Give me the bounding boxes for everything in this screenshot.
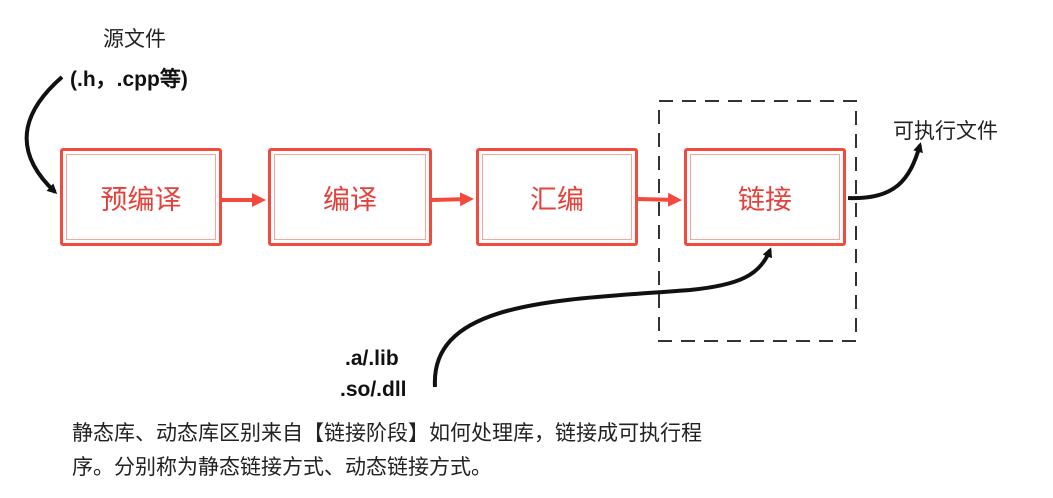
source-subtitle: (.h，.cpp等) [70, 68, 188, 91]
stage-assemble: 汇编 [476, 148, 638, 246]
library-dynamic: .so/.dll [340, 378, 407, 401]
stage-link: 链接 [684, 148, 846, 246]
stage-label: 编译 [323, 184, 377, 216]
stage-label: 链接 [738, 184, 792, 216]
source-arrow [24, 75, 64, 195]
note-line-1: 静态库、动态库区别来自【链接阶段】如何处理库，链接成可执行程 [72, 421, 702, 445]
stage-compile: 编译 [268, 148, 432, 246]
library-static: .a/.lib [345, 347, 399, 370]
library-arrow [432, 247, 773, 388]
source-title: 源文件 [103, 27, 166, 51]
note: 静态库、动态库区别来自【链接阶段】如何处理库，链接成可执行程 序。分别称为静态链… [72, 416, 912, 484]
link-stage-dashed-frame [658, 100, 857, 342]
stage-label: 预编译 [100, 184, 182, 216]
output-arrow [847, 142, 923, 201]
stage-precompile: 预编译 [60, 148, 222, 246]
note-line-2: 序。分别称为静态链接方式、动态链接方式。 [72, 455, 492, 479]
arrow-compile-assemble [431, 192, 474, 207]
arrow-assemble-link [637, 192, 682, 207]
output-label: 可执行文件 [893, 119, 998, 143]
stage-label: 汇编 [530, 184, 584, 216]
